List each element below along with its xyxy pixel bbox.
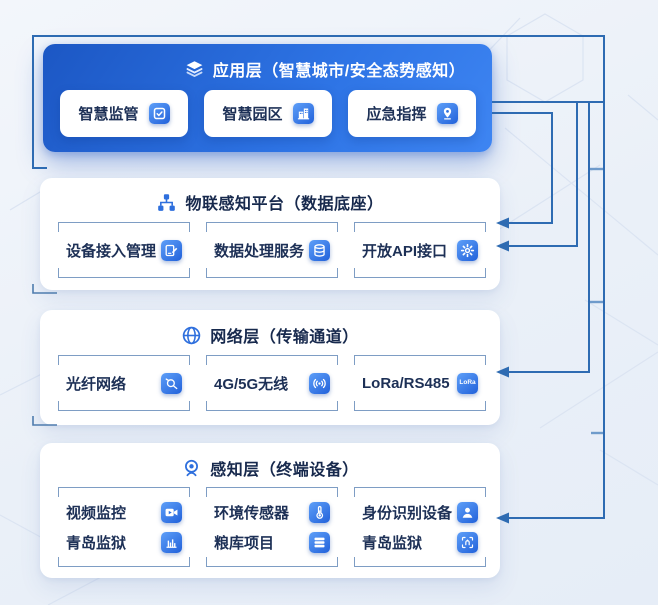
item-qingdao-prison-2: 青岛监狱 xyxy=(362,531,478,553)
network-layer-header: 网络层（传输通道） xyxy=(40,323,500,347)
check-square-icon xyxy=(148,103,170,124)
gear-icon xyxy=(457,239,478,261)
globe-icon xyxy=(182,326,201,344)
item-environment-sensor: 环境传感器 xyxy=(214,501,330,523)
webcam-icon xyxy=(185,459,199,476)
item-fiber-network: 光纤网络 xyxy=(58,355,190,411)
item-label: 数据处理服务 xyxy=(214,242,305,260)
video-camera-icon xyxy=(161,501,182,523)
item-label: 4G/5G无线 xyxy=(214,375,289,393)
lora-chip-icon: LoRa xyxy=(457,372,478,394)
panel-application-layer: 应用层（智慧城市/安全态势感知） 智慧监管 智慧园区 应急指挥 xyxy=(43,44,492,152)
item-grain-depot-project: 粮库项目 xyxy=(214,531,330,553)
stacked-layers-icon xyxy=(309,531,330,553)
fiber-coil-icon xyxy=(161,372,182,394)
item-label: LoRa/RS485 xyxy=(362,374,450,392)
thermometer-icon xyxy=(309,501,330,523)
application-layer-title: 应用层（智慧城市/安全态势感知） xyxy=(212,63,466,80)
item-label: 身份识别设备 xyxy=(362,504,453,522)
bars-icon xyxy=(161,531,182,553)
item-label: 开放API接口 xyxy=(362,242,448,260)
item-label: 智慧园区 xyxy=(222,106,283,123)
layers-icon xyxy=(186,60,203,77)
item-data-processing: 数据处理服务 xyxy=(206,222,338,278)
item-lora-rs485: LoRa/RS485 LoRa xyxy=(354,355,486,411)
item-label: 青岛监狱 xyxy=(362,534,423,552)
perception-column-2: 环境传感器 粮库项目 xyxy=(206,487,338,567)
item-smart-supervision: 智慧监管 xyxy=(60,90,188,137)
item-label: 智慧监管 xyxy=(78,106,139,123)
lora-chip-label: LoRa xyxy=(459,378,476,386)
item-label: 光纤网络 xyxy=(66,375,127,393)
database-icon xyxy=(309,239,330,261)
application-layer-header: 应用层（智慧城市/安全态势感知） xyxy=(100,57,549,81)
item-label: 环境传感器 xyxy=(214,504,290,522)
perception-column-3: 身份识别设备 青岛监狱 xyxy=(354,487,486,567)
item-open-api: 开放API接口 xyxy=(354,222,486,278)
network-layer-title: 网络层（传输通道） xyxy=(210,329,359,346)
iot-platform-title: 物联感知平台（数据底座） xyxy=(185,196,384,213)
person-icon xyxy=(457,501,478,523)
perception-layer-title: 感知层（终端设备） xyxy=(210,462,359,479)
item-label: 应急指挥 xyxy=(366,106,427,123)
fingerprint-scan-icon xyxy=(457,531,478,553)
panel-perception-layer: 感知层（终端设备） 视频监控 青岛监狱 环境传感器 xyxy=(40,443,500,578)
item-label: 粮库项目 xyxy=(214,534,275,552)
item-label: 视频监控 xyxy=(66,504,127,522)
item-cellular-wireless: 4G/5G无线 xyxy=(206,355,338,411)
wireless-signal-icon xyxy=(309,372,330,394)
building-icon xyxy=(292,103,314,124)
item-label: 青岛监狱 xyxy=(66,534,127,552)
item-device-access: 设备接入管理 xyxy=(58,222,190,278)
perception-column-1: 视频监控 青岛监狱 xyxy=(58,487,190,567)
panel-iot-platform: 物联感知平台（数据底座） 设备接入管理 数据处理服务 开放API接口 xyxy=(40,178,500,290)
item-emergency-command: 应急指挥 xyxy=(348,90,476,137)
perception-layer-header: 感知层（终端设备） xyxy=(40,456,500,480)
device-edit-icon xyxy=(161,239,182,261)
map-pin-icon xyxy=(436,103,458,124)
sitemap-icon xyxy=(158,193,176,211)
iot-platform-header: 物联感知平台（数据底座） xyxy=(40,190,500,214)
item-video-surveillance: 视频监控 xyxy=(66,501,182,523)
item-smart-park: 智慧园区 xyxy=(204,90,332,137)
item-qingdao-prison-1: 青岛监狱 xyxy=(66,531,182,553)
item-label: 设备接入管理 xyxy=(66,242,157,260)
item-identity-device: 身份识别设备 xyxy=(362,501,478,523)
panel-network-layer: 网络层（传输通道） 光纤网络 4G/5G无线 LoRa/RS485 LoRa xyxy=(40,310,500,425)
